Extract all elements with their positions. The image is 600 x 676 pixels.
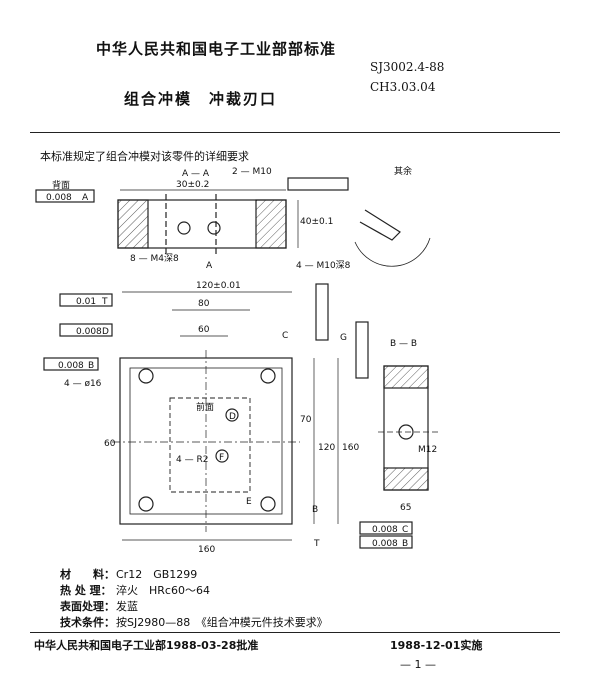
cutting-window — [169, 397, 251, 493]
dim-4m10: 4 — M10深8 — [296, 260, 351, 271]
spec-label: 材 料： — [60, 568, 115, 581]
datum-c-ref: C — [402, 525, 408, 535]
dim-160: 160 — [198, 545, 215, 555]
standard-org: 中华人民共和国电子工业部部标准 — [96, 40, 337, 58]
spec-label: 表面处理： — [60, 600, 115, 613]
tol-frame — [287, 177, 349, 191]
approval-note: 中华人民共和国电子工业部1988-03-28批准 — [34, 639, 259, 652]
header-divider — [30, 132, 560, 133]
hole — [177, 221, 191, 235]
section-hatch-right — [255, 199, 287, 249]
datum-t: T — [313, 539, 320, 549]
footer-divider — [30, 632, 560, 633]
tol-frame — [35, 189, 95, 203]
spec-label: 技术条件： — [60, 616, 115, 629]
standard-code: SJ3002.4-88 — [370, 60, 445, 74]
dim-2m10: 2 — M10 — [232, 167, 272, 177]
datum-b-ref2: B — [402, 539, 408, 549]
document-title: 组合冲模 冲裁刃口 — [124, 90, 278, 108]
datum-a: A — [206, 261, 213, 271]
tol-flat: 0.01 — [76, 297, 96, 307]
note-back: 背面 — [52, 179, 70, 191]
side-hatch — [383, 365, 429, 389]
spec-heat: 热 处 理： 淬火 HRc60～64 — [60, 582, 210, 598]
tol-frame — [43, 357, 99, 371]
spec-value: Cr12 GB1299 — [116, 568, 198, 581]
spec-value: 按SJ2980—88 《组合冲模元件技术要求》 — [116, 616, 328, 629]
tol-perp-a: 0.008 — [46, 193, 72, 203]
tol-par-d: 0.008 — [76, 327, 102, 337]
datum-c: C — [282, 331, 288, 341]
dim-65: 65 — [400, 503, 411, 513]
datum-circle-d — [225, 408, 239, 422]
dim-60: 60 — [198, 325, 210, 335]
spec-label: 热 处 理： — [60, 584, 112, 597]
note-front: 前面 — [196, 401, 214, 413]
corner-hole — [260, 496, 276, 512]
datum-a-ref: A — [82, 193, 89, 203]
technical-drawing: A — A 30±0.2 2 — M10 40±0.1 8 — M4深8 4 —… — [35, 165, 438, 555]
tol-frame-v — [315, 283, 329, 341]
effective-date: 1988-12-01实施 — [390, 639, 483, 652]
intro-text: 本标准规定了组合冲模对该零件的详细要求 — [40, 150, 249, 163]
dim-m12: M12 — [418, 445, 437, 455]
datum-d: D — [229, 412, 236, 422]
view-label: B — B — [390, 339, 417, 349]
page-number: — 1 — — [400, 658, 436, 671]
corner-hole — [138, 368, 154, 384]
hole — [207, 221, 221, 235]
detail-arc — [354, 237, 431, 267]
datum-b-ref: B — [88, 361, 94, 371]
spec-material: 材 料：Cr12 GB1299 — [60, 566, 197, 582]
dim-30: 30±0.2 — [176, 180, 209, 190]
edge-detail — [359, 209, 401, 241]
spec-tech: 技术条件：按SJ2980—88 《组合冲模元件技术要求》 — [60, 614, 328, 630]
tol-frame-v — [355, 321, 369, 379]
dim-4r2: 4 — R2 — [176, 455, 208, 465]
dim-8m4: 8 — M4深8 — [130, 253, 179, 264]
tol-frame — [59, 293, 113, 307]
section-label: A — A — [182, 169, 210, 179]
datum-e: E — [246, 497, 252, 507]
corner-hole — [260, 368, 276, 384]
datum-g: G — [340, 333, 347, 343]
datum-b: B — [312, 505, 318, 515]
spec-surface: 表面处理：发蓝 — [60, 598, 138, 614]
dim-80: 80 — [198, 299, 210, 309]
tol-par-b: 0.008 — [58, 361, 84, 371]
dim-120: 120±0.01 — [196, 281, 241, 291]
spec-value: 淬火 HRc60～64 — [116, 584, 210, 597]
dim-70: 70 — [300, 415, 312, 425]
datum-t-ref: T — [101, 297, 108, 307]
classification-code: CH3.03.04 — [370, 80, 436, 94]
dim-4d16: 4 — ø16 — [64, 379, 102, 389]
section-hatch-left — [117, 199, 149, 249]
tol-frame — [359, 535, 413, 549]
roughness-note: 其余 — [394, 165, 412, 177]
dim-160v: 160 — [342, 443, 359, 453]
spec-value: 发蓝 — [116, 600, 138, 613]
tol-par-c: 0.008 — [372, 525, 398, 535]
side-hatch — [383, 467, 429, 491]
tol-frame — [59, 323, 113, 337]
datum-f: F — [219, 453, 224, 463]
tol-perp-b: 0.008 — [372, 539, 398, 549]
dim-120v: 120 — [318, 443, 335, 453]
tol-frame — [359, 521, 413, 535]
dim-60v: 60 — [104, 439, 116, 449]
corner-hole — [138, 496, 154, 512]
dim-40: 40±0.1 — [300, 217, 333, 227]
datum-circle-f — [215, 449, 229, 463]
datum-d-ref: D — [102, 327, 109, 337]
